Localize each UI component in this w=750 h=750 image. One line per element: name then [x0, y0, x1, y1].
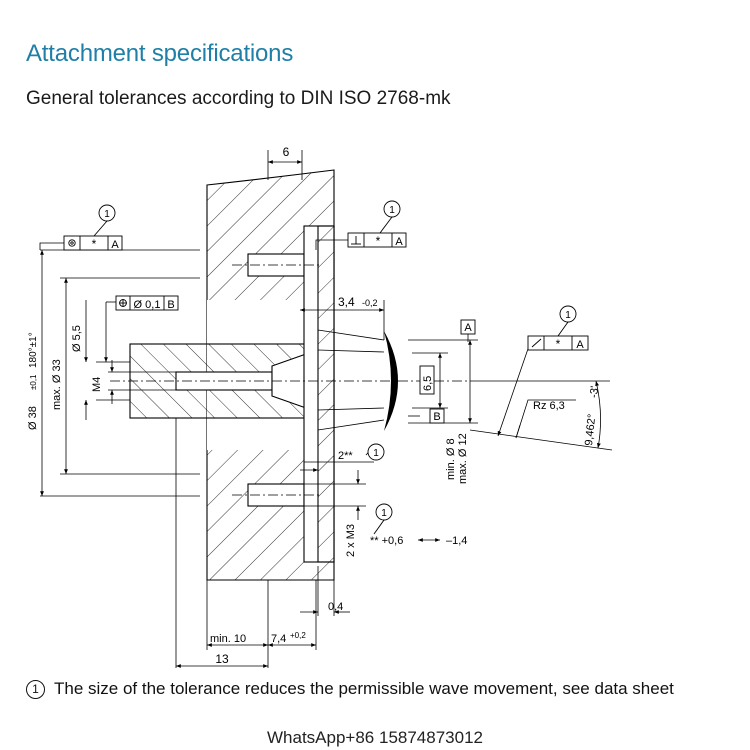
- dim-min-8: min. Ø 8: [445, 438, 457, 480]
- star-note: ** +0,6: [370, 535, 403, 547]
- star-note-end: –1,4: [446, 535, 467, 547]
- watermark: WhatsApp+86 15874873012: [267, 728, 483, 747]
- fcf-perpendicularity: [347, 232, 407, 248]
- callout-number: 1: [565, 310, 571, 321]
- technical-drawing: * A * A Ø 0,1 B * A A B: [27, 145, 613, 668]
- dim-38-tol: ±0,1: [29, 374, 38, 390]
- dim-33: max. Ø 33: [51, 359, 63, 410]
- dim-2xm3: 2 x M3: [345, 524, 357, 557]
- page-title: Attachment specifications: [26, 40, 294, 67]
- dim-6-5: 6,5: [422, 376, 434, 391]
- angle-tol: -3': [588, 385, 601, 398]
- callout-number: 1: [104, 209, 110, 220]
- fcf-concentricity-datum: A: [111, 239, 119, 251]
- dim-depth: 3,4: [338, 295, 355, 309]
- dim-2-star: 2**: [338, 450, 353, 462]
- dim-7-4-tol: +0,2: [290, 631, 306, 640]
- dim-max-12: max. Ø 12: [457, 433, 469, 484]
- callout-number: 1: [373, 448, 379, 459]
- dim-6-5-box: [419, 365, 435, 395]
- fcf-concentricity-star: *: [92, 237, 97, 251]
- dim-m4: M4: [91, 377, 103, 392]
- dim-38-angle: 180°±1°: [28, 332, 39, 368]
- fcf-perpendicularity-star: *: [376, 234, 381, 248]
- fcf-position-datum: B: [167, 299, 174, 311]
- fcf-runout-star: *: [556, 337, 561, 351]
- dim-7-4: 7,4: [271, 633, 286, 645]
- center-lines: [110, 264, 470, 496]
- convex-face: [384, 331, 398, 431]
- dim-depth-tol: -0,2: [362, 298, 378, 308]
- dim-min-10: min. 10: [210, 633, 246, 645]
- mounting-plate: [129, 169, 335, 581]
- dim-13: 13: [215, 652, 229, 666]
- page-subtitle: General tolerances according to DIN ISO …: [26, 88, 451, 109]
- callout-markers: [93, 200, 577, 535]
- callout-number: 1: [381, 508, 387, 519]
- fcf-perpendicularity-datum: A: [395, 236, 403, 248]
- datum-a-box: [460, 319, 476, 335]
- footnote-text: The size of the tolerance reduces the pe…: [54, 679, 674, 698]
- footnote-symbol: 1: [26, 680, 45, 699]
- dim-top-width: 6: [283, 145, 290, 159]
- rz-value: Rz 6,3: [533, 400, 565, 412]
- dimension-lines: [39, 150, 613, 668]
- datum-b-box: [429, 408, 445, 424]
- footnote: 1 The size of the tolerance reduces the p…: [26, 679, 674, 699]
- fcf-concentricity: [63, 235, 123, 251]
- angle-value: 9,462°: [583, 413, 598, 446]
- callout-number: 1: [389, 205, 395, 216]
- datum-b-label: B: [433, 411, 440, 423]
- callout-numbers: 1 1 1 1 1: [104, 205, 571, 519]
- dim-0-4: 0,4: [328, 601, 343, 613]
- fcf-runout-datum: A: [576, 339, 584, 351]
- datum-a-label: A: [464, 322, 472, 334]
- fcf-position: [115, 295, 179, 311]
- fcf-runout: [527, 335, 589, 351]
- dim-38: Ø 38: [27, 406, 39, 430]
- fcf-position-value: Ø 0,1: [134, 299, 161, 311]
- dim-5-5: Ø 5,5: [71, 325, 83, 352]
